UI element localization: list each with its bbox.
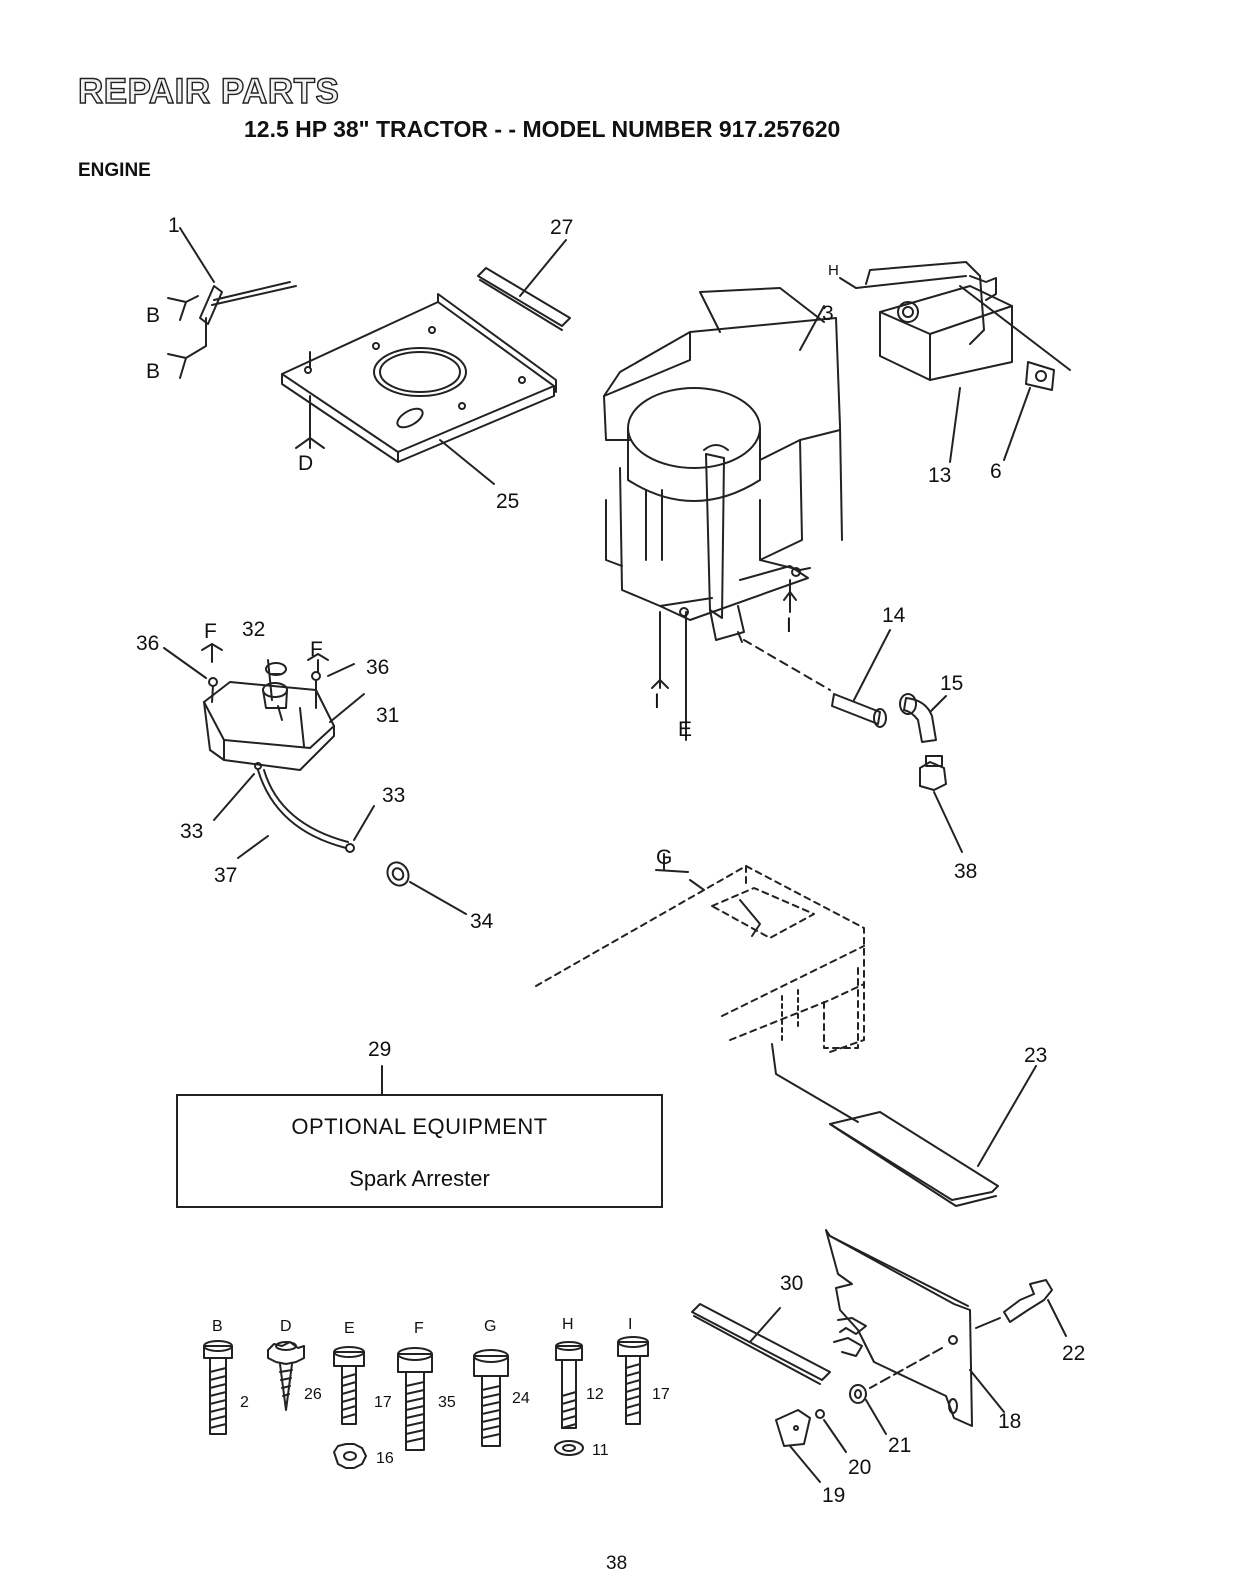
letter-f-right: F xyxy=(310,638,323,661)
section-heading: ENGINE xyxy=(78,160,151,181)
letter-h: H xyxy=(828,262,839,279)
letter-d: D xyxy=(298,452,314,475)
legend-part-26: 26 xyxy=(304,1386,322,1403)
callout-32: 32 xyxy=(242,618,266,641)
callout-14: 14 xyxy=(882,604,906,627)
engine-plate-part xyxy=(281,293,557,485)
letter-e: E xyxy=(678,718,693,741)
chassis-outline xyxy=(535,853,1037,1207)
letter-i-upper: I xyxy=(786,614,792,637)
callout-33-left: 33 xyxy=(180,820,204,843)
callout-13: 13 xyxy=(928,464,952,487)
callout-23: 23 xyxy=(1024,1044,1048,1067)
callout-25: 25 xyxy=(496,490,520,513)
muffler-part xyxy=(839,261,1071,463)
fuel-tank-parts xyxy=(163,643,467,915)
callout-22: 22 xyxy=(1062,1342,1086,1365)
oil-drain-parts xyxy=(831,629,963,853)
legend-letter-d: D xyxy=(280,1318,292,1335)
callout-30: 30 xyxy=(780,1272,804,1295)
legend-part-24: 24 xyxy=(512,1390,530,1407)
legend-part-35: 35 xyxy=(438,1394,456,1411)
legend-letter-i: I xyxy=(628,1316,633,1333)
model-subtitle: 12.5 HP 38" TRACTOR - - MODEL NUMBER 917… xyxy=(244,116,841,142)
legend-part-2: 2 xyxy=(240,1394,249,1411)
callout-27: 27 xyxy=(550,216,574,239)
letter-b-upper: B xyxy=(146,304,161,327)
letter-b-lower: B xyxy=(146,360,161,383)
callout-18: 18 xyxy=(998,1410,1022,1433)
callout-33-right: 33 xyxy=(382,784,406,807)
callout-21: 21 xyxy=(888,1434,912,1457)
letter-g: G xyxy=(656,846,673,869)
callout-37: 37 xyxy=(214,864,238,887)
fastener-legend xyxy=(203,1336,649,1469)
seat-bracket-parts xyxy=(691,1229,1067,1483)
callout-19: 19 xyxy=(822,1484,846,1507)
optional-equipment-item: Spark Arrester xyxy=(349,1166,490,1191)
engine-part xyxy=(603,287,843,741)
callout-29: 29 xyxy=(368,1038,392,1061)
optional-equipment-box: OPTIONAL EQUIPMENT Spark Arrester xyxy=(176,1094,663,1208)
legend-letter-h: H xyxy=(562,1316,574,1333)
callout-20: 20 xyxy=(848,1456,872,1479)
callout-6: 6 xyxy=(990,460,1002,483)
legend-washer-11: 11 xyxy=(592,1442,609,1459)
callout-34: 34 xyxy=(470,910,494,933)
foam-strip-part xyxy=(477,239,571,331)
throttle-cable-part xyxy=(167,227,297,379)
callout-36-left: 36 xyxy=(136,632,160,655)
letter-f-left: F xyxy=(204,620,217,643)
legend-letter-b: B xyxy=(212,1318,223,1335)
page-title: REPAIR PARTS xyxy=(77,71,340,111)
callout-38: 38 xyxy=(954,860,978,883)
legend-letter-e: E xyxy=(344,1320,355,1337)
legend-letter-g: G xyxy=(484,1318,497,1335)
optional-equipment-heading: OPTIONAL EQUIPMENT xyxy=(291,1114,548,1139)
callout-36-right: 36 xyxy=(366,656,390,679)
callout-31: 31 xyxy=(376,704,400,727)
legend-part-17-i: 17 xyxy=(652,1386,670,1403)
legend-letter-f: F xyxy=(414,1320,424,1337)
legend-part-17-e: 17 xyxy=(374,1394,392,1411)
callout-3: 3 xyxy=(822,302,834,325)
callout-1: 1 xyxy=(168,214,180,237)
callout-15: 15 xyxy=(940,672,964,695)
letter-i-lower: I xyxy=(654,690,660,713)
legend-washer-16: 16 xyxy=(376,1450,394,1467)
page-number: 38 xyxy=(606,1553,628,1574)
legend-part-12: 12 xyxy=(586,1386,604,1403)
